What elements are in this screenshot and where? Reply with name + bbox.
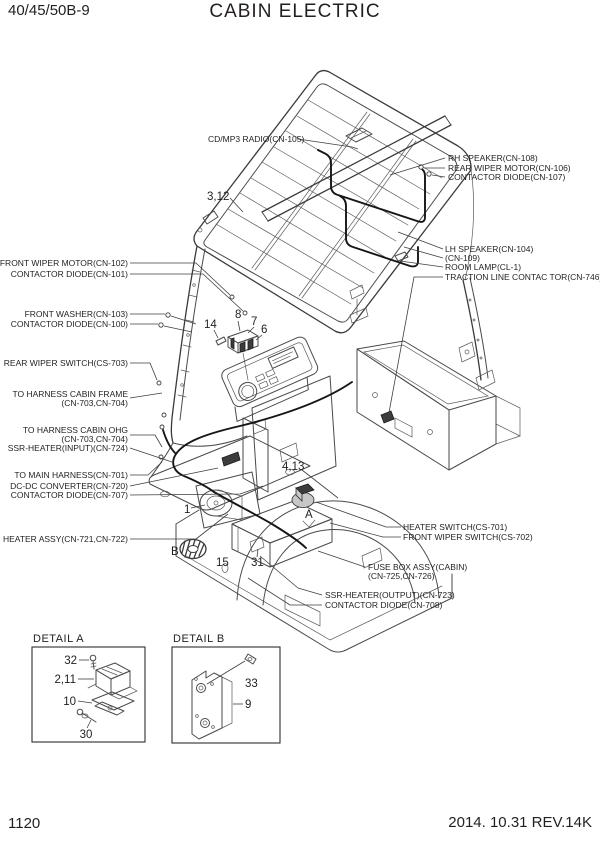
view-a-marker: A	[305, 509, 313, 521]
part-6: 6	[261, 324, 267, 336]
label-lh-speaker: LH SPEAKER(CN-104)	[445, 244, 534, 254]
detail-a-title: DETAIL A	[33, 633, 84, 645]
bracket-part-31	[249, 536, 265, 553]
label-contactor-diode-100: CONTACTOR DIODE(CN-100)	[11, 319, 128, 329]
label-front-wiper-switch: FRONT WIPER SWITCH(CS-702)	[403, 532, 533, 542]
label-fuse-box-conn: (CN-725,CN-726)	[368, 571, 435, 581]
room-lamp-part	[394, 251, 409, 262]
switch-clip-part-14	[215, 336, 227, 346]
roof-frame-drawing	[193, 69, 474, 334]
revision-date: 2014. 10.31 REV.14K	[448, 814, 592, 831]
label-harness-cabin-ohg-conn: (CN-703,CN-704)	[61, 434, 128, 444]
part-8: 8	[235, 309, 241, 321]
detail-a-box	[31, 646, 146, 743]
view-b-marker: B	[171, 546, 179, 558]
label-cd-mp3-radio: CD/MP3 RADIO(CN-105)	[208, 134, 305, 144]
label-harness-cabin-ohg: TO HARNESS CABIN OHG	[23, 425, 128, 435]
label-rh-speaker: RH SPEAKER(CN-108)	[448, 153, 538, 163]
contactor-diode-107-connector	[426, 171, 432, 177]
detail-a-part-10: 10	[63, 696, 76, 708]
detail-a-part-30: 30	[80, 729, 93, 741]
label-room-lamp: ROOM LAMP(CL-1)	[445, 262, 521, 272]
label-contactor-diode-707: CONTACTOR DIODE(CN-707)	[11, 490, 128, 500]
label-cn109: (CN-109)	[445, 253, 480, 263]
detail-b-title: DETAIL B	[173, 633, 225, 645]
label-dc-dc-converter: DC-DC CONVERTER(CN-720)	[10, 481, 128, 491]
label-front-wiper-motor: FRONT WIPER MOTOR(CN-102)	[0, 258, 128, 268]
label-ssr-heater-input: SSR-HEATER(INPUT)(CN-724)	[8, 443, 128, 453]
roof-to-pillar-edge	[464, 169, 474, 281]
roof-rails	[251, 111, 417, 299]
callout-labels: CD/MP3 RADIO(CN-105) RH SPEAKER(CN-108) …	[0, 134, 600, 610]
part-3-12: 3,12	[207, 191, 229, 203]
detail-a-part-32: 32	[64, 655, 77, 667]
radio-console	[221, 336, 319, 422]
label-traction-contactor: TRACTION LINE CONTAC TOR(CN-746)	[445, 272, 600, 282]
part-31: 31	[251, 557, 264, 569]
dc-dc-converter-part	[221, 451, 241, 467]
detail-b-box	[171, 646, 281, 744]
label-rear-wiper-motor: REAR WIPER MOTOR(CN-106)	[448, 163, 571, 173]
chassis-drawing	[148, 277, 521, 653]
label-to-main-harness: TO MAIN HARNESS(CN-701)	[14, 470, 128, 480]
label-heater-assy: HEATER ASSY(CN-721,CN-722)	[3, 534, 128, 544]
bracket-part-10	[94, 701, 125, 716]
fuse-box-part	[231, 500, 333, 568]
part-number-labels: 3,12 14 8 7 6 4,13 1 B 15 31 A	[171, 191, 313, 569]
part-7: 7	[251, 316, 257, 328]
radio-mount-rail	[261, 115, 452, 222]
page-number: 1120	[8, 815, 40, 832]
part-1: 1	[184, 504, 190, 516]
label-rear-wiper-switch: REAR WIPER SWITCH(CS-703)	[4, 358, 128, 368]
screw-part-33	[206, 653, 257, 685]
combination-switch-part	[215, 329, 259, 381]
detail-b-part-9: 9	[245, 699, 251, 711]
detail-b-view: DETAIL B 33 9	[171, 633, 281, 744]
label-fuse-box: FUSE BOX ASSY(CABIN)	[368, 562, 467, 572]
label-heater-switch: HEATER SWITCH(CS-701)	[403, 522, 507, 532]
detail-a-part-2-11: 2,11	[54, 674, 76, 686]
label-front-washer: FRONT WASHER(CN-103)	[25, 309, 129, 319]
ssr-plate-part-9	[191, 670, 233, 740]
front-pillar	[150, 245, 248, 478]
roof-hinge-bracket	[197, 210, 219, 233]
label-contactor-diode-101: CONTACTOR DIODE(CN-101)	[11, 269, 128, 279]
grommet-part-b	[179, 538, 207, 560]
label-harness-cabin-frame: TO HARNESS CABIN FRAME	[12, 389, 128, 399]
detail-b-part-33: 33	[245, 678, 258, 690]
detail-a-view: DETAIL A 32 2,11 10 30	[31, 633, 146, 743]
roof-slats	[215, 99, 443, 305]
heater-switch-part	[291, 483, 315, 508]
view-a-arrow	[302, 519, 316, 528]
page-title: CABIN ELECTRIC	[209, 1, 380, 22]
leader-lines	[129, 138, 446, 606]
label-contactor-diode-107: CONTACTOR DIODE(CN-107)	[448, 172, 565, 182]
label-ssr-heater-output: SSR-HEATER(OUTPUT)(CN-723)	[325, 590, 455, 600]
cabin-wiring-harness	[156, 380, 353, 549]
part-14: 14	[204, 319, 217, 331]
relay-part	[87, 662, 138, 711]
model-code: 40/45/50B-9	[8, 2, 90, 19]
part-15: 15	[216, 557, 229, 569]
part-4-13: 4,13	[282, 461, 304, 473]
label-harness-cabin-frame-conn: (CN-703,CN-704)	[61, 398, 128, 408]
label-contactor-diode-708: CONTACTOR DIODE(CN-708)	[325, 600, 442, 610]
traction-contactor-part	[380, 410, 395, 424]
